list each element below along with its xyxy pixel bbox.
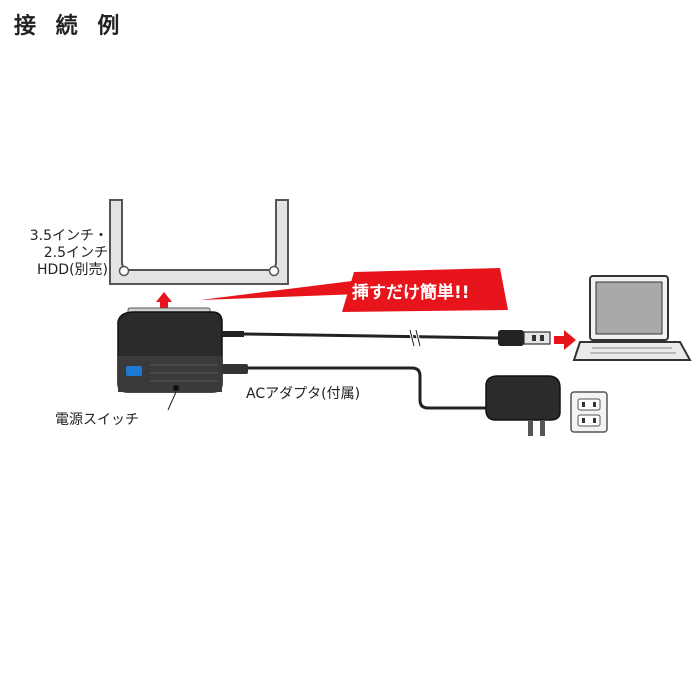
hdd-screw-left-icon	[118, 265, 130, 277]
hdd-label-line2: 2.5インチ	[43, 245, 108, 261]
usb-plug-icon	[523, 331, 551, 345]
hdd-screw-right-icon	[268, 265, 280, 277]
power-switch-icon	[173, 385, 179, 391]
hdd-illustration	[109, 199, 289, 285]
ac-adapter-illustration	[485, 375, 561, 436]
hdd-label-line3: HDD(別売)	[36, 262, 108, 278]
laptop-illustration	[572, 275, 692, 361]
insert-up-arrow-icon	[156, 292, 172, 308]
power-switch-label: 電源スイッチ	[55, 412, 139, 428]
page-title: 接 続 例	[14, 14, 126, 39]
connect-right-arrow-icon	[554, 330, 576, 350]
sata-usb-adapter	[117, 307, 223, 411]
status-led-icon	[126, 366, 142, 376]
hdd-label-line1: 3.5インチ・	[29, 228, 108, 244]
easy-insert-callout: 挿すだけ簡単!!	[200, 268, 508, 312]
ac-adapter-label: ACアダプタ(付属)	[246, 386, 361, 402]
dc-power-cable	[222, 364, 488, 410]
hdd-label: 3.5インチ・ 2.5インチ HDD(別売)	[10, 228, 108, 279]
wall-outlet-icon	[570, 391, 608, 433]
usb-cable	[222, 329, 551, 347]
callout-text: 挿すだけ簡単!!	[352, 282, 470, 303]
